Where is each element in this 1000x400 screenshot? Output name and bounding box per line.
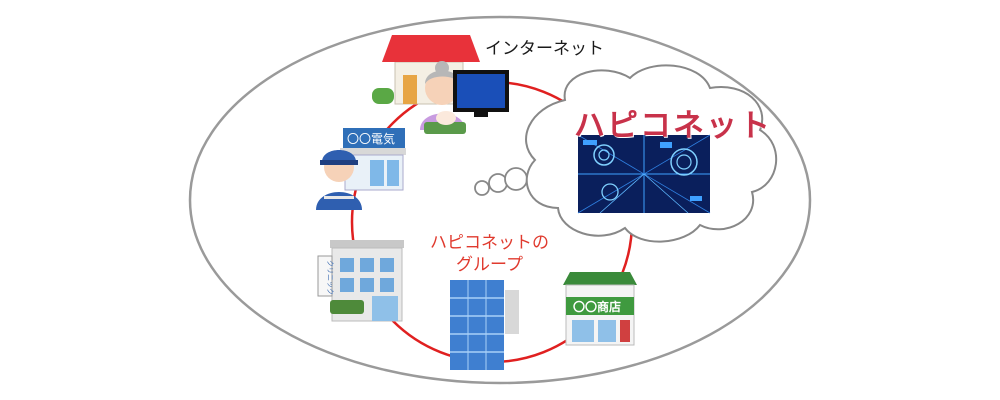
group-label-line1: ハピコネットの <box>430 233 549 253</box>
brand-title: ハピコネット <box>574 108 772 144</box>
group-label: ハピコネットの グループ <box>430 232 549 276</box>
network-graphic-icon <box>577 134 711 214</box>
grandmother-icon <box>420 61 466 134</box>
store-sign: 〇〇商店 <box>573 299 621 314</box>
clinic-icon <box>317 240 404 322</box>
internet-label: インターネット <box>485 39 604 59</box>
group-label-line2: グループ <box>456 255 523 275</box>
store-icon <box>563 272 637 346</box>
electric-shop-sign: 〇〇電気 <box>347 131 395 146</box>
office-tower-icon <box>450 280 519 370</box>
television-icon <box>453 70 509 117</box>
electric-shop-icon <box>340 128 406 191</box>
clinic-sign: クリニック <box>326 260 334 295</box>
electrician-icon <box>316 150 362 210</box>
